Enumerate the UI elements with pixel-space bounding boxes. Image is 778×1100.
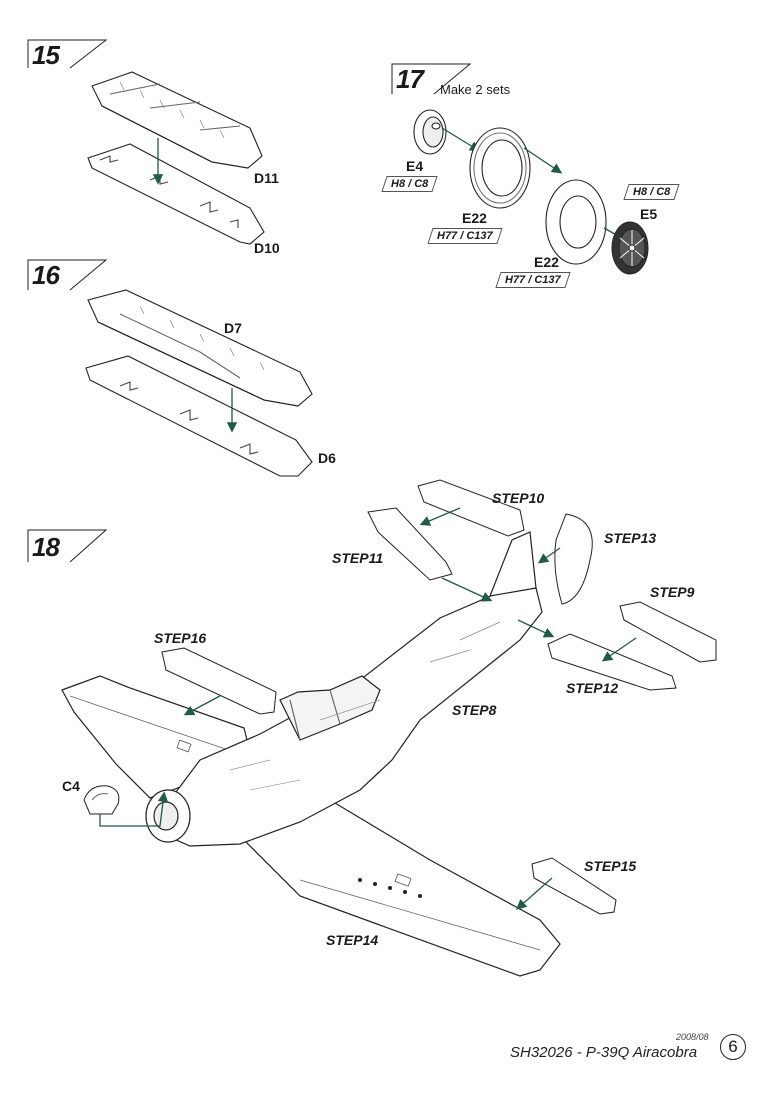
callout-step16: STEP16 <box>154 630 207 646</box>
arrow-17b <box>523 147 563 174</box>
stabilizer-step11-drawing <box>367 507 453 581</box>
part-label-e22-b: E22 <box>534 254 559 270</box>
callout-step14: STEP14 <box>326 932 379 948</box>
ref-e22-b: H77 / C137 <box>495 272 571 288</box>
callout-step9: STEP9 <box>650 584 695 600</box>
elevator-step10-drawing <box>417 479 525 537</box>
flap-step16-drawing <box>161 647 277 715</box>
footer-date: 2008/08 <box>676 1032 709 1042</box>
flap-d7-drawing <box>87 289 313 407</box>
ref-e22-a: H77 / C137 <box>427 228 503 244</box>
step-17-note: Make 2 sets <box>440 82 511 97</box>
tyre-e22-a-drawing <box>469 127 531 209</box>
hub-e5-drawing <box>611 221 649 275</box>
callout-step11: STEP11 <box>332 550 384 566</box>
rudder-step13-drawing <box>554 513 593 605</box>
callout-step12: STEP12 <box>566 680 619 696</box>
step-15-number: 15 <box>32 40 60 70</box>
part-label-e5: E5 <box>640 206 658 222</box>
part-label-d10: D10 <box>254 240 280 256</box>
step-16-number: 16 <box>32 260 60 290</box>
stabilizer-step12-drawing <box>547 633 677 691</box>
flap-d11-drawing <box>91 71 263 169</box>
callout-step15: STEP15 <box>584 858 637 874</box>
part-label-e4: E4 <box>406 158 424 174</box>
part-label-d6: D6 <box>318 450 336 466</box>
elevator-step9-drawing <box>619 601 717 663</box>
callout-step13: STEP13 <box>604 530 657 546</box>
flap-step15-drawing <box>531 857 617 915</box>
ref-e4: H8 / C8 <box>381 176 438 192</box>
step-17-number: 17 <box>396 64 424 94</box>
wheel-e4-drawing <box>413 109 447 155</box>
callout-step8: STEP8 <box>452 702 497 718</box>
part-label-d11: D11 <box>254 170 279 186</box>
callout-step10: STEP10 <box>492 490 545 506</box>
part-label-d7: D7 <box>224 320 242 336</box>
part-label-c4: C4 <box>62 778 80 794</box>
flap-d6-drawing <box>85 355 313 477</box>
footer-title: SH32026 - P-39Q Airacobra <box>510 1044 698 1061</box>
ref-e5: H8 / C8 <box>623 184 680 200</box>
tyre-e22-b-drawing <box>545 179 607 265</box>
arrow-17a <box>441 127 481 152</box>
part-c4-drawing <box>83 785 120 815</box>
page-number: 6 <box>720 1034 746 1060</box>
step-18-number: 18 <box>32 532 60 562</box>
aircraft-drawing <box>61 531 561 977</box>
part-label-e22-a: E22 <box>462 210 487 226</box>
